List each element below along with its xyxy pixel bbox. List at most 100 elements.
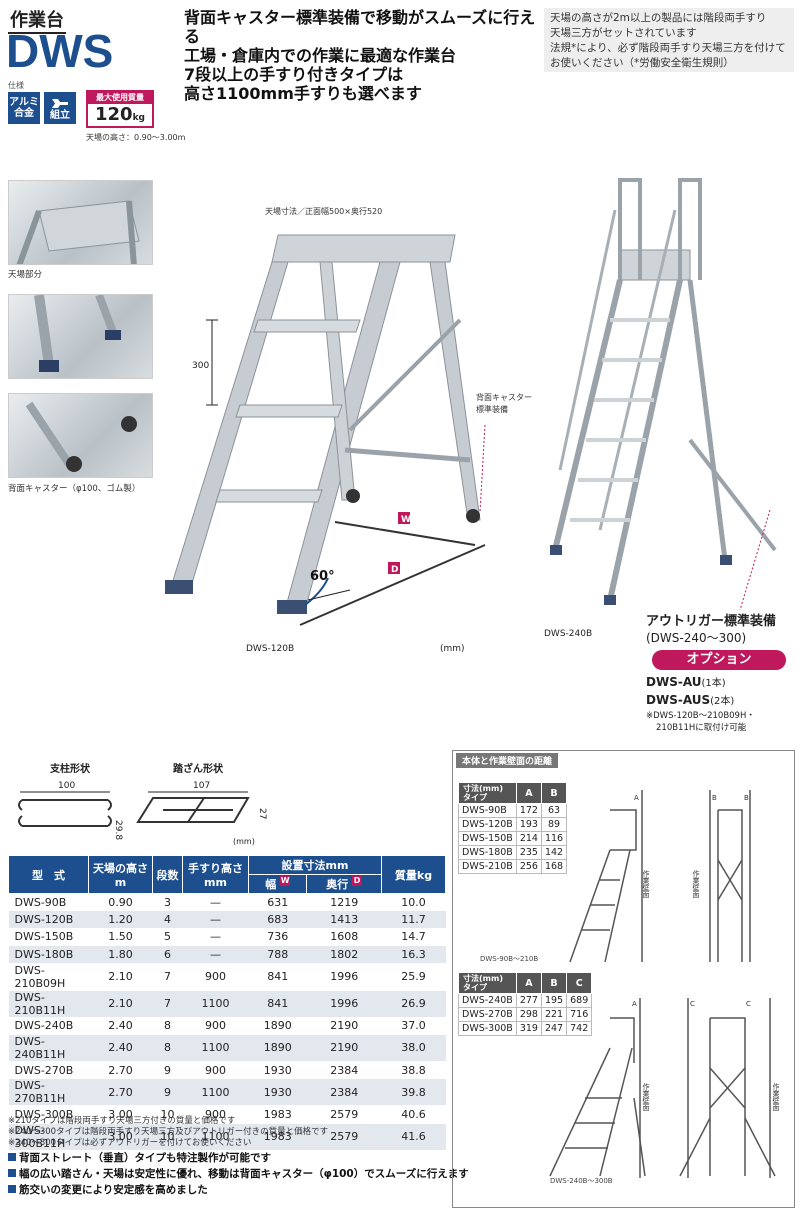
spec-cell: 5 (152, 928, 183, 947)
spec-cell: 2384 (306, 1061, 382, 1080)
spec-cell: 841 (248, 963, 307, 991)
option-tag: オプション (652, 650, 786, 670)
dist-cell: 214 (515, 831, 542, 846)
wrench-icon (52, 98, 68, 108)
table-notes: ※210タイプは階段両手すり天場三方付きの質量と価格です ※240～300タイプ… (8, 1116, 328, 1149)
option-item: DWS-AUS(2本) (646, 692, 800, 710)
spec-cell: 1219 (306, 893, 382, 912)
category-label: 作業台 (8, 6, 66, 34)
spec-cell: 3.00 (88, 1105, 153, 1124)
spec-cell: 40.6 (381, 1105, 446, 1124)
th-depth: 奥行 D (306, 874, 382, 894)
distance-caption-2: DWS-240B～300B (550, 1177, 613, 1185)
info-line: お使いください（*労働安全衛生規則） (550, 57, 734, 69)
spec-cell: 2190 (306, 1017, 382, 1035)
spec-cell: 25.9 (381, 963, 446, 991)
headline-line: 背面キャスター標準装備で移動がスムーズに行える (184, 8, 536, 46)
spec-cell: 7 (152, 963, 183, 991)
feature-bullets: 背面ストレート（垂直）タイプも特注製作が可能です 幅の広い踏さん・天場は安定性に… (8, 1150, 469, 1198)
spec-cell: DWS-210B09H (8, 963, 89, 991)
max-load-unit: kg (132, 113, 145, 123)
spec-cell: 1983 (248, 1105, 307, 1124)
spec-cell: 10 (152, 1105, 183, 1124)
dim-a-label: A (634, 794, 639, 802)
spec-cell: 3 (152, 893, 183, 912)
distance-caption-1: DWS-90B～210B (480, 955, 539, 963)
headline-line: 工場・倉庫内での作業に最適な作業台 (184, 46, 457, 65)
dist-col-a: A (515, 972, 542, 994)
th-rail-text: 手すり高さ (188, 862, 243, 875)
height-note: 天場の高さ：0.90～3.00m (86, 133, 186, 142)
info-line: 法規*により、必ず階段両手すり天場三方を付けて (550, 42, 786, 54)
spec-cell: 0.90 (88, 893, 153, 912)
spec-cell: DWS-180B (8, 945, 89, 964)
th-steps: 段数 (152, 855, 183, 894)
model-title: DWS (6, 25, 114, 77)
spec-cell: 10.0 (381, 893, 446, 912)
stepladder-diagram: 天場寸法／正面幅500×奥行520 300 背面キャスター 標準装備 W D 6… (165, 206, 592, 654)
dws240b-diagram (550, 178, 777, 610)
info-line: 天場三方がセットされています (550, 27, 697, 39)
spec-cell: DWS-90B (8, 893, 89, 912)
dist-type-h1: 寸法(mm) (463, 974, 503, 983)
distance-panel-title: 本体と作業壁面の距離 (456, 753, 559, 768)
max-load-badge: 最大使用質量 120kg (86, 90, 154, 128)
headline-line: 7段以上の手すり付きタイプは (184, 65, 404, 84)
spec-cell: 3.00 (88, 1123, 153, 1151)
spec-cell: 2.70 (88, 1061, 153, 1080)
wall-label: 作業壁面 (772, 1082, 780, 1112)
bullet-square-icon (8, 1185, 16, 1193)
distance-panel (452, 750, 795, 1208)
dist-col-c: C (566, 972, 593, 994)
outrigger-option: アウトリガー標準装備 (DWS-240～300) オプション DWS-AU(1本… (646, 614, 800, 734)
spec-cell: DWS-270B (8, 1061, 89, 1080)
spec-cell: 39.8 (381, 1078, 446, 1107)
spec-cell: 1100 (182, 1034, 249, 1062)
th-footprint: 設置寸法mm (248, 855, 382, 875)
spec-cell: 788 (248, 945, 307, 964)
spec-cell: — (182, 945, 249, 964)
bullet-square-icon (8, 1169, 16, 1177)
spec-cell: 1.50 (88, 928, 153, 947)
th-depth-text: 奥行 (326, 878, 349, 891)
spec-cell: 683 (248, 910, 307, 929)
spec-cell: 2579 (306, 1123, 382, 1151)
spec-cell: 1890 (248, 1034, 307, 1062)
dim-c-label: C (690, 1000, 695, 1008)
spec-cell: 736 (248, 928, 307, 947)
spec-cell: 1100 (182, 1123, 249, 1151)
spec-cell: 2.40 (88, 1017, 153, 1035)
assembly-icon: 組立 (44, 92, 76, 124)
option-note: ※DWS-120B～210B09H・ (646, 711, 755, 721)
alu-icon-line1: アルミ (9, 97, 39, 108)
clearance-drawing-1: A B B 作業壁面 作業壁面 (569, 790, 751, 963)
dist-type-h1: 寸法(mm) (463, 784, 503, 793)
max-load-number: 120 (94, 104, 133, 125)
spec-cell: — (182, 893, 249, 912)
spec-cell: 10 (152, 1123, 183, 1151)
step-dim-label: 300 (192, 361, 209, 371)
info-line: 天場の高さが2m以上の製品には階段両手すり (550, 12, 767, 24)
profile-diagrams: 支柱形状 100 29.8 踏ざん形状 107 27 (mm) (18, 762, 267, 846)
spec-cell: 41.6 (381, 1123, 446, 1151)
w-mark: W (280, 876, 291, 886)
bullet-text: 背面ストレート（垂直）タイプも特注製作が可能です (19, 1152, 271, 1164)
spec-cell: DWS-210B11H (8, 990, 89, 1018)
spec-cell: 2.40 (88, 1034, 153, 1062)
photo-caption: 天場部分 (8, 270, 43, 280)
option-title: アウトリガー標準装備 (646, 614, 777, 629)
pillar-label: 支柱形状 (49, 762, 91, 775)
th-model: 型 式 (8, 855, 89, 894)
spec-cell: 631 (248, 893, 307, 912)
